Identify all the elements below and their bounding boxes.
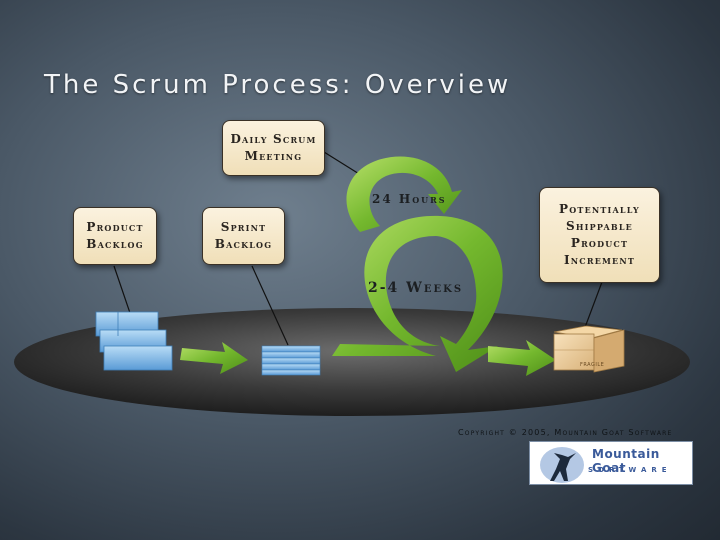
slide-title: The Scrum Process: Overview	[44, 70, 512, 100]
sprint-cycle-arrow	[332, 215, 503, 372]
sprint-backlog-note: Sprint Backlog	[202, 207, 285, 265]
sprint-backlog-stack	[261, 345, 321, 376]
cycle-label-2-4-weeks: 2-4 Weeks	[368, 280, 464, 296]
copyright-notice: Copyright © 2005, Mountain Goat Software	[458, 428, 673, 437]
stage-disc	[14, 308, 690, 416]
arrow-to-sprint-backlog	[180, 342, 248, 374]
sprint-backlog-label: Sprint Backlog	[214, 220, 273, 251]
product-backlog-stack	[95, 311, 173, 371]
mountain-goat-logo: Mountain Goat Software	[529, 441, 693, 485]
potentially-shippable-increment-note: Potentially Shippable Product Increment	[539, 187, 660, 283]
increment-boxes	[553, 325, 625, 373]
logo-subtitle: Software	[588, 466, 672, 474]
logo-name: Mountain Goat	[592, 447, 660, 475]
daily-scrum-meeting-label: Daily Scrum Meeting	[230, 132, 317, 163]
product-backlog-label: Product Backlog	[86, 220, 144, 251]
product-backlog-note: Product Backlog	[73, 207, 157, 265]
arrow-to-increment	[488, 340, 556, 376]
potentially-shippable-increment-label: Potentially Shippable Product Increment	[559, 202, 640, 267]
daily-scrum-meeting-note: Daily Scrum Meeting	[222, 120, 325, 176]
cycle-label-24-hours: 24 Hours	[372, 192, 447, 206]
goat-icon	[540, 447, 584, 483]
daily-cycle-arrow	[346, 156, 462, 232]
fragile-box-label: Fragile	[580, 362, 605, 368]
